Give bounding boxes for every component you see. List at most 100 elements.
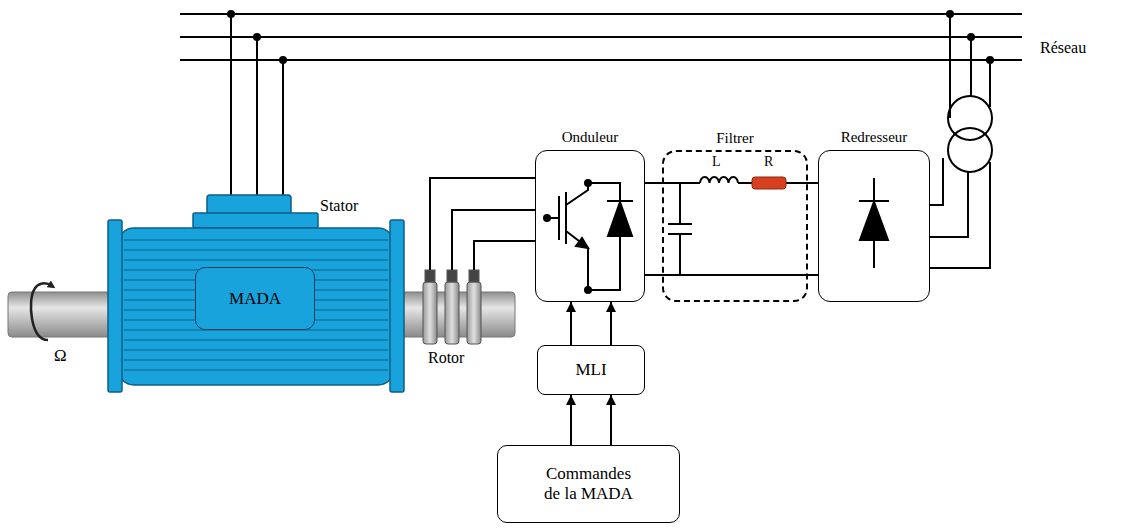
pwm-box: MLI [537,345,645,395]
signal-arrow [610,395,612,445]
filter-wires [662,183,808,275]
slip-rings [469,270,479,282]
node-dots [584,286,592,294]
filter-wires [679,183,681,224]
signal-arrow [570,302,572,345]
capacitor-symbol [668,233,692,235]
filter-wires [679,234,681,275]
box-heading: Onduleur [516,129,664,146]
junction-dots [253,33,261,41]
filter-wires [786,182,808,184]
grid-lines [180,36,1022,38]
junction-dots [279,56,287,64]
cooling-fin [124,359,388,360]
grid-label: Réseau [1040,39,1086,57]
rotation-arrow [31,283,52,340]
dc-link-wire [645,182,662,184]
inductor-label: L [712,154,721,170]
cooling-fin [124,249,388,250]
cooling-fin [124,349,388,350]
cooling-fins [124,240,388,370]
node-dots [543,179,592,294]
junction-dots [227,10,994,64]
rotation-arrow [31,283,52,340]
diode-symbol [607,200,633,202]
filter-box: Filtrer [662,150,808,302]
grid-lines [180,13,1022,15]
machine-box: MADA [195,267,315,330]
terminal-box [207,195,291,215]
rotor-wires [452,210,535,270]
rotor-wires [474,241,535,270]
transformer-wires [970,37,972,96]
grid-lines [180,59,1022,61]
inductor-symbol [700,177,738,183]
stator-wires [230,14,232,196]
slip-rings [467,282,481,344]
cooling-fin [124,259,388,260]
transformer-wires [930,172,968,237]
rectifier-diode [859,200,889,202]
rectifier-box: Redresseur [818,150,930,302]
transformer-wires [989,60,991,107]
stator-label: Stator [320,197,358,215]
cooling-fin [124,369,388,370]
igbt-symbol [565,192,567,244]
speed-symbol: Ω [54,346,67,366]
stator-wires [256,37,258,196]
rectifier-diode [873,178,875,200]
slip-rings [423,270,481,344]
rectifier-diode [859,178,889,268]
box-label: MLI [575,360,606,380]
box-label: Commandes de la MADA [540,464,638,503]
transformer-symbol [948,128,992,172]
rectifier-diode [860,202,888,240]
stator-wires [231,14,283,196]
igbt-symbol [558,196,560,240]
filter-wires [738,182,752,184]
stator-wires [282,60,284,196]
junction-dots [227,10,235,18]
resistor-label: R [764,154,773,170]
motor-flange [108,220,122,392]
box-heading: Filtrer [644,130,826,147]
diode-symbol [608,202,632,236]
motor-body [118,228,394,385]
node-dots [584,179,592,187]
slip-rings [447,270,457,282]
cooling-fin [124,339,388,340]
inverter-box: Onduleur [535,150,645,302]
box-heading: Redresseur [799,129,949,146]
transformer-wires [930,162,990,268]
rotor-wires [430,178,535,270]
signal-arrow [570,395,572,445]
motor-flange [390,220,404,392]
node-dots [543,214,551,222]
slip-rings [423,282,437,344]
dc-link-wire [808,182,818,184]
transformer-wires [949,14,951,118]
capacitor-symbol [668,224,692,234]
transformer-wires [930,14,990,268]
control-box: Commandes de la MADA [497,445,680,523]
transformer-symbol [948,96,992,172]
igbt-symbol [576,238,588,248]
cooling-fin [124,239,388,240]
slip-rings [425,270,435,282]
terminal-base [193,213,318,228]
signal-arrow [610,302,612,345]
igbt-symbol [566,231,620,290]
capacitor-symbol [668,223,692,225]
rectifier-diode [873,240,875,268]
slip-rings [445,282,459,344]
transformer-wires [930,158,943,205]
dc-link-wire [645,274,662,276]
grid-lines [180,14,1022,60]
rotor-wires [430,178,535,270]
box-label: MADA [229,289,281,309]
resistor-symbol [752,177,786,189]
rotor-label: Rotor [428,349,464,367]
diode-symbol [607,201,633,236]
